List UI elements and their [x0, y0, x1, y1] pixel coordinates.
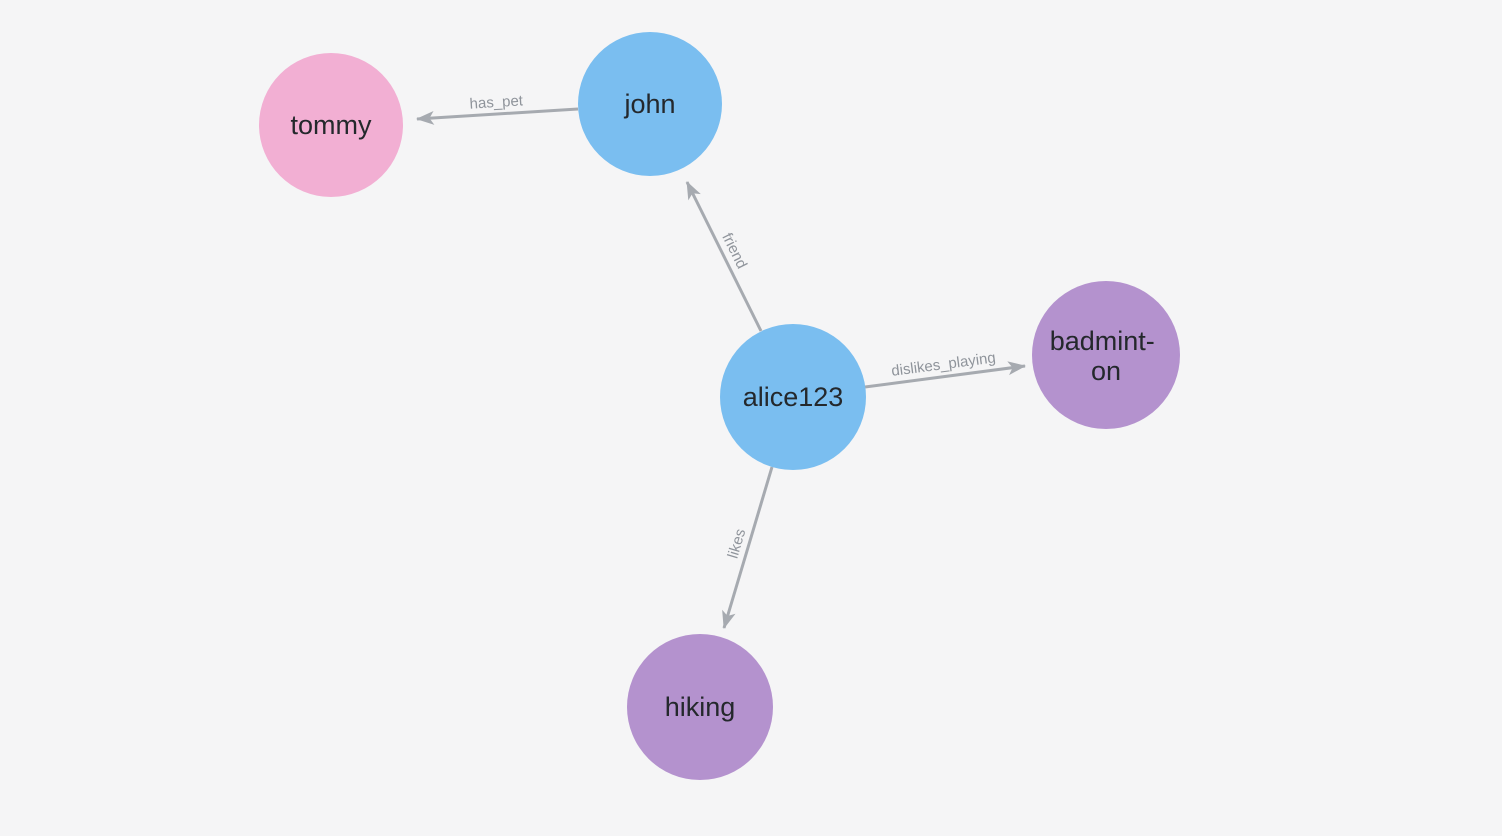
node-badminton-circle[interactable] [1032, 281, 1180, 429]
node-tommy[interactable]: tommy [259, 53, 403, 197]
edge-dislikes-playing-line[interactable] [864, 361, 1026, 389]
node-hiking-circle[interactable] [627, 634, 773, 780]
edge-friend-line[interactable] [685, 181, 763, 332]
node-alice123-circle[interactable] [720, 324, 866, 470]
edge-has-pet-line[interactable] [416, 107, 579, 125]
node-tommy-circle[interactable] [259, 53, 403, 197]
node-hiking[interactable]: hiking [627, 634, 773, 780]
node-john[interactable]: john [578, 32, 722, 176]
edge-likes-line[interactable] [722, 466, 774, 629]
node-john-circle[interactable] [578, 32, 722, 176]
node-badminton[interactable]: badmint- on [1032, 281, 1180, 429]
node-alice123[interactable]: alice123 [720, 324, 866, 470]
